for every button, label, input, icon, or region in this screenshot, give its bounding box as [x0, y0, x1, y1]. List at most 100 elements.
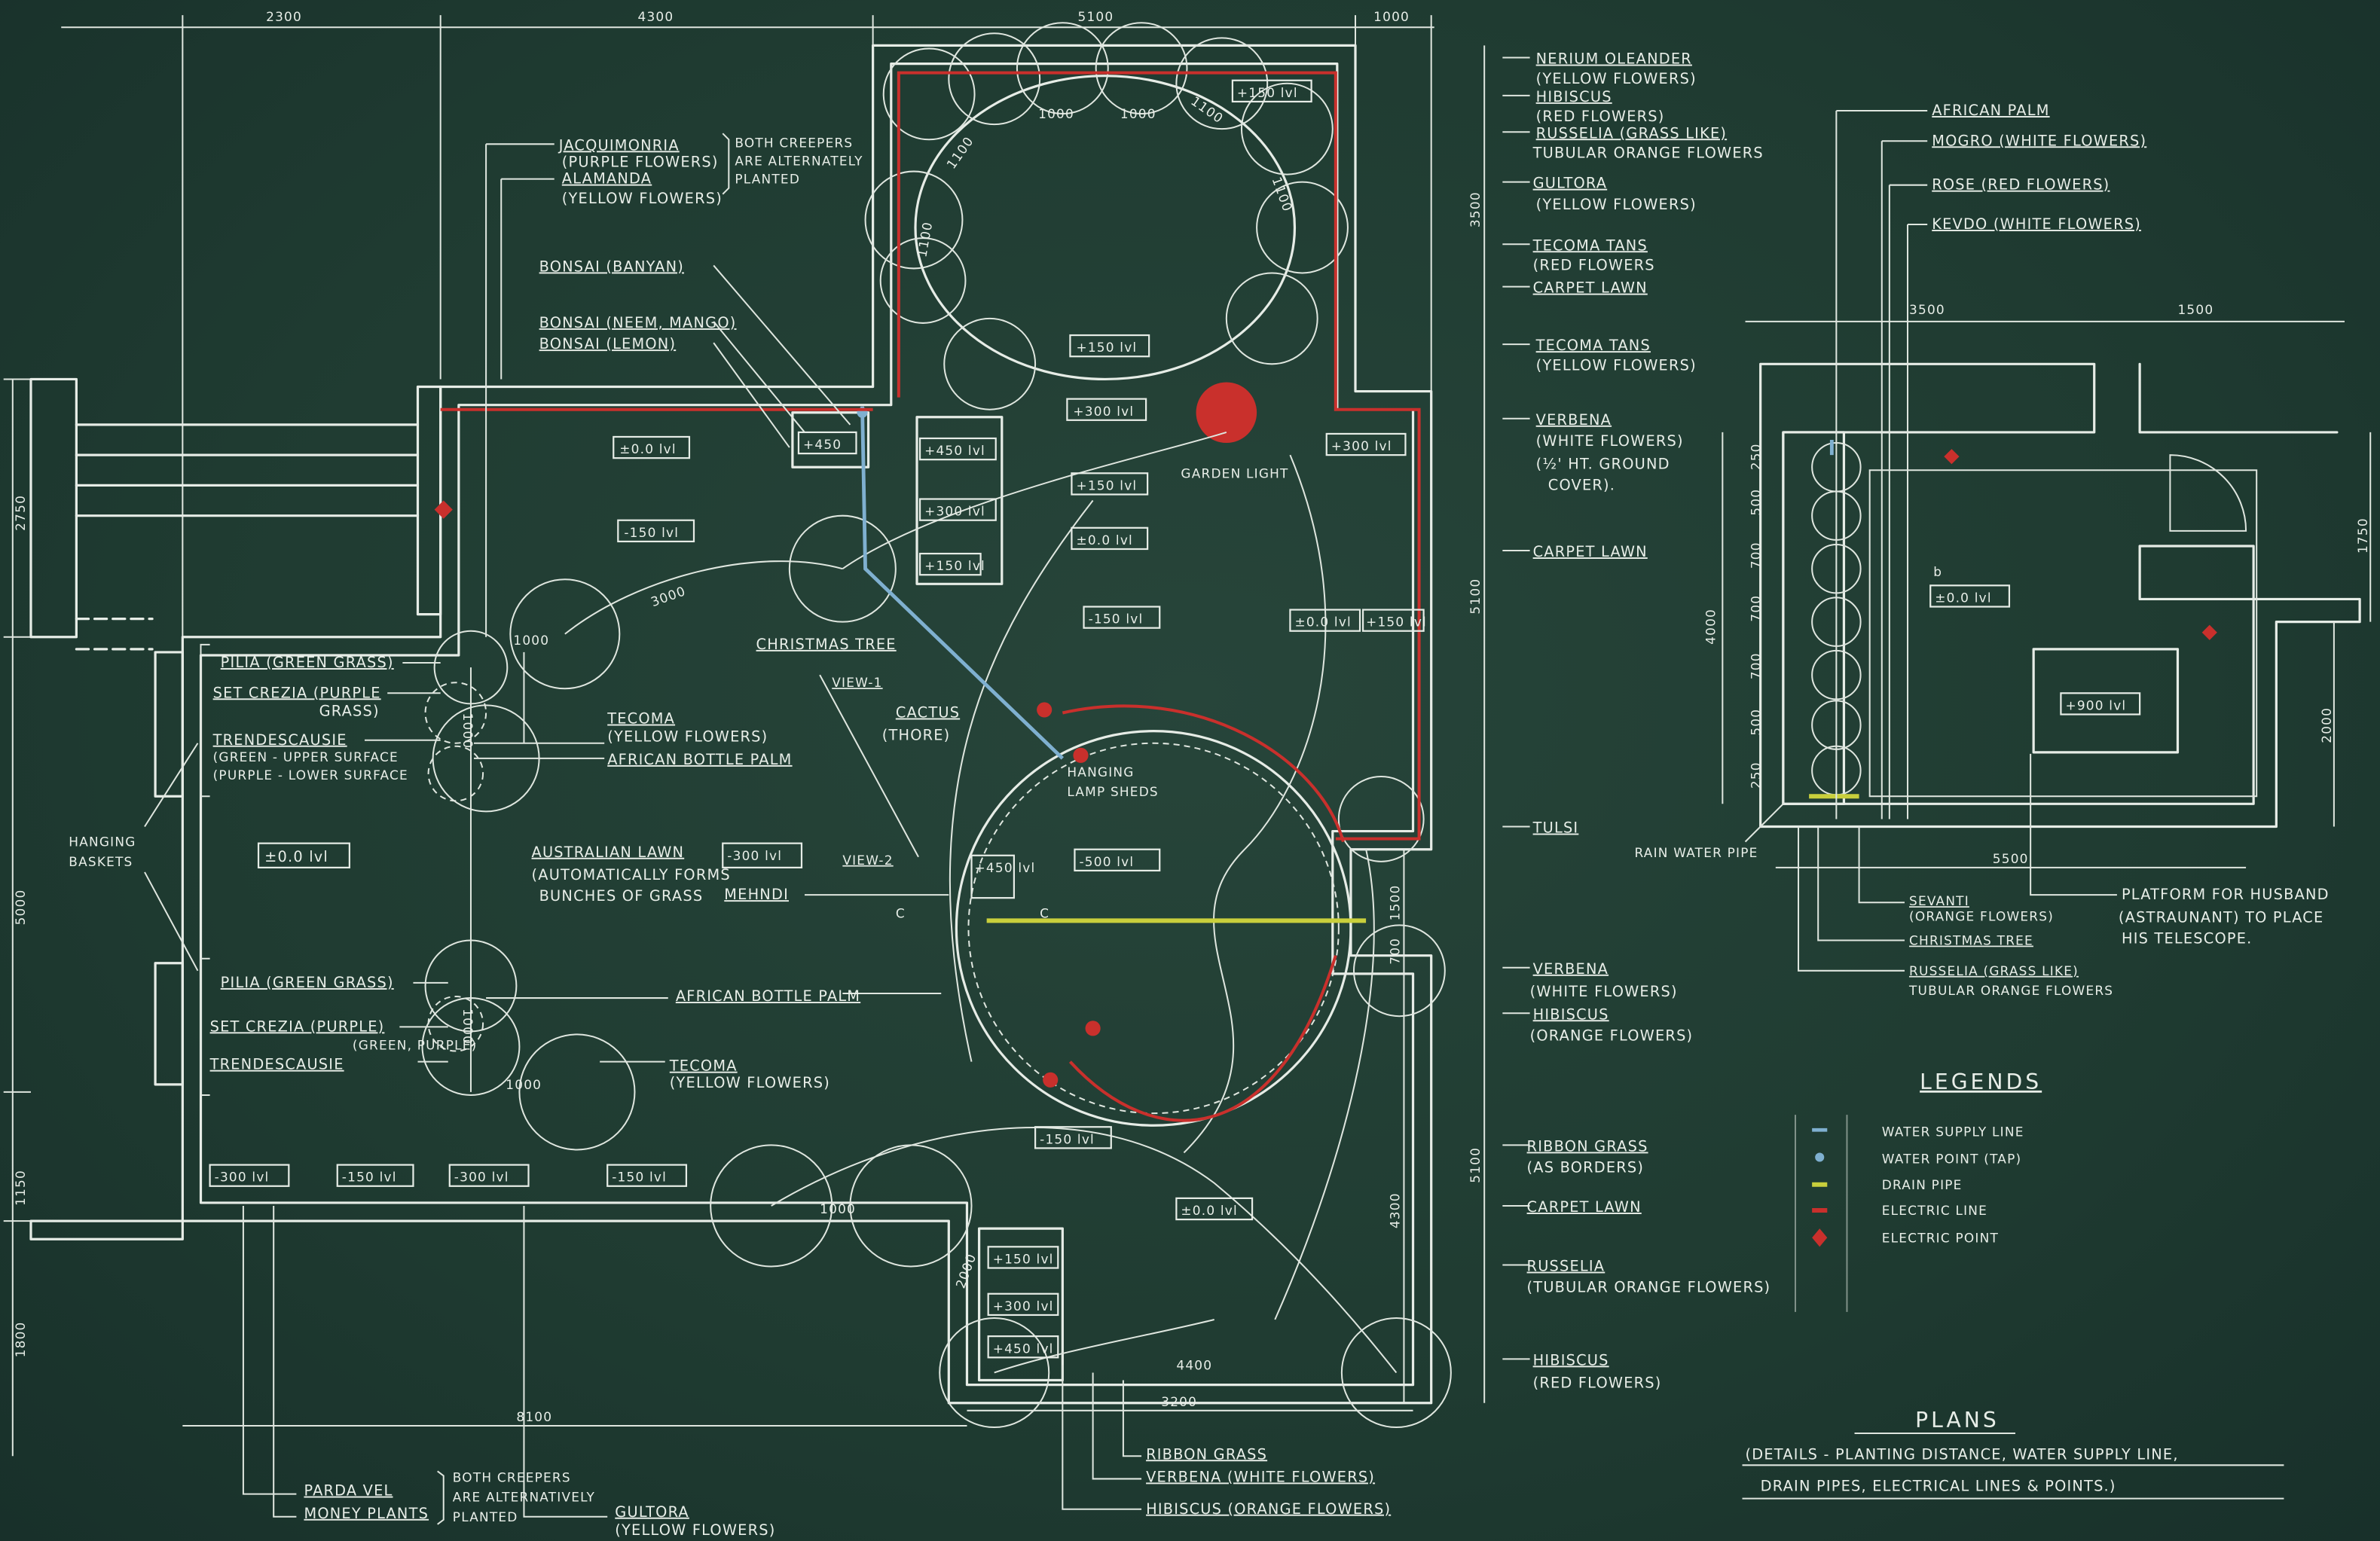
level-label: -300 lvl [215, 1170, 270, 1185]
dim-ring-1: 1100 [943, 133, 976, 172]
plant-name: TECOMA TANS [1532, 236, 1648, 254]
plant-note: (YELLOW FLOWERS) [670, 1074, 830, 1091]
legend-item-label: ELECTRIC POINT [1882, 1230, 1999, 1245]
plant-note: (WHITE FLOWERS) [1536, 432, 1684, 450]
plant-name: HIBISCUS [1533, 1005, 1609, 1023]
level-label: +150 lvl [1076, 340, 1137, 355]
dim-right-1: 3500 [1468, 191, 1483, 227]
plant-note: (PURPLE FLOWERS) [562, 154, 719, 171]
dim-right-5: 700 [1387, 938, 1402, 965]
plant-note: (YELLOW FLOWERS) [1536, 70, 1697, 87]
level-label: +300 lvl [1331, 438, 1392, 453]
dim-right-4: 1500 [1387, 885, 1402, 921]
bottom-plant-labels: RIBBON GRASS VERBENA (WHITE FLOWERS) HIB… [242, 1205, 1391, 1539]
terrace-dim: 1500 [2177, 302, 2213, 317]
plant-note: (RED FLOWERS) [1536, 108, 1665, 125]
terrace-dim: 700 [1749, 652, 1764, 679]
terrace-dim: 1750 [2355, 517, 2370, 554]
electric-line [440, 71, 1421, 1122]
plant-note: GRASS) [319, 703, 380, 720]
rain-water-pipe-label: RAIN WATER PIPE [1635, 845, 1758, 860]
plant-name: PARDA VEL [304, 1482, 393, 1500]
dim-3200: 3200 [1161, 1394, 1197, 1409]
plant-name: SET CREZIA (PURPLE [213, 684, 381, 701]
level-label: +150 lvl [993, 1251, 1054, 1266]
plant-note: (PURPLE - LOWER SURFACE [213, 767, 408, 783]
dim-left-2: 5000 [13, 890, 28, 926]
level-label: -500 lvl [1079, 854, 1134, 869]
level-label: +450 lvl [924, 443, 985, 458]
dim-1000-d: 1000 [506, 1077, 542, 1092]
dim-4400: 4400 [1176, 1357, 1212, 1372]
plant-name: RIBBON GRASS [1146, 1445, 1267, 1463]
dim-top-4: 1000 [1373, 9, 1410, 24]
terrace-dim: 500 [1749, 709, 1764, 736]
plant-note: TUBULAR ORANGE FLOWERS [1908, 983, 2113, 998]
creepers-note: PLANTED [453, 1509, 518, 1524]
plant-name: NERIUM OLEANDER [1536, 50, 1692, 68]
left-planting-circles: 3000 1000 1000 1000 1000 1000 1000 1000 … [182, 106, 1452, 1428]
title-subtitle: DRAIN PIPES, ELECTRICAL LINES & POINTS.) [1761, 1478, 2116, 1495]
level-label: -150 lvl [342, 1170, 397, 1185]
dim-right-2: 5100 [1468, 578, 1483, 615]
plant-note: (YELLOW FLOWERS) [1536, 196, 1697, 213]
level-label: -300 lvl [727, 848, 782, 863]
plant-name: HANGING [1067, 764, 1134, 780]
platform-note: PLATFORM FOR HUSBAND [2122, 886, 2330, 903]
hanging-baskets-label: HANGING [69, 835, 136, 850]
dim-ring-4: 1100 [1269, 175, 1295, 214]
plant-name: SET CREZIA (PURPLE) [210, 1018, 385, 1035]
drawing-title: PLANS (DETAILS - PLANTING DISTANCE, WATE… [1742, 1408, 2284, 1500]
dim-3000: 3000 [649, 583, 688, 609]
level-label: +300 lvl [924, 504, 985, 519]
plant-name: BONSAI (LEMON) [539, 335, 677, 352]
plant-name: CACTUS [896, 704, 960, 722]
level-label: ±0.0 lvl [1935, 590, 1992, 605]
plant-note: (YELLOW FLOWERS) [615, 1521, 775, 1539]
garden-boundary-wall [29, 44, 1433, 1405]
creepers-note: PLANTED [735, 172, 800, 187]
section-marker: b [1933, 564, 1942, 579]
plant-name: CARPET LAWN [1527, 1198, 1642, 1216]
dim-right-6: 4300 [1387, 1192, 1402, 1228]
platform-note: (ASTRAUNANT) TO PLACE [2119, 908, 2323, 926]
level-label: -300 lvl [454, 1170, 509, 1185]
plant-name: VERBENA (WHITE FLOWERS) [1146, 1468, 1375, 1485]
level-label: -150 lvl [1089, 612, 1144, 627]
creepers-note: BOTH CREEPERS [453, 1469, 571, 1485]
plant-note: (WHITE FLOWERS) [1530, 983, 1678, 1000]
level-label: -150 lvl [612, 1170, 667, 1185]
legend: LEGENDS WATER SUPPLY LINE WATER POINT (T… [1794, 1070, 2042, 1312]
dim-1000-e: 1000 [820, 1201, 856, 1216]
platform-note: HIS TELESCOPE. [2122, 930, 2253, 947]
plant-note: (TUBULAR ORANGE FLOWERS) [1527, 1279, 1771, 1296]
title-heading: PLANS [1915, 1408, 2000, 1433]
plant-name: TRENDESCAUSIE [212, 731, 347, 749]
plant-name: VERBENA [1536, 411, 1612, 429]
plant-note: (ORANGE FLOWERS) [1909, 908, 2054, 923]
terrace-dim: 2000 [2319, 707, 2334, 743]
plant-name: CARPET LAWN [1533, 279, 1648, 297]
level-label: +150 lvl [1076, 478, 1137, 493]
dim-1000-f: 1000 [1038, 106, 1074, 121]
plant-note: TUBULAR ORANGE FLOWERS [1532, 144, 1764, 161]
plant-name: HIBISCUS [1536, 88, 1612, 105]
plant-name: ROSE (RED FLOWERS) [1932, 176, 2110, 194]
legend-heading: LEGENDS [1920, 1070, 2042, 1094]
plant-name: RUSSELIA (GRASS LIKE) [1909, 963, 2079, 978]
plant-name: VERBENA [1533, 960, 1609, 978]
plant-name: GULTORA [1533, 175, 1608, 192]
central-sunken-lawn [564, 431, 1398, 1374]
top-planting-ring: GARDEN LIGHT 1100 1100 1100 1100 [864, 22, 1349, 481]
plant-name: BONSAI (BANYAN) [539, 258, 684, 275]
plant-name: MEHNDI [724, 886, 789, 903]
terrace-dim: 700 [1749, 542, 1764, 569]
plant-name: HIBISCUS (ORANGE FLOWERS) [1146, 1500, 1391, 1518]
plant-name: PILIA (GREEN GRASS) [221, 654, 394, 671]
plant-note: (AUTOMATICALLY FORMS [532, 866, 731, 883]
top-left-plant-labels: JACQUIMONRIA (PURPLE FLOWERS) ALAMANDA (… [485, 133, 862, 637]
plant-note: COVER). [1548, 476, 1615, 493]
right-plant-labels: NERIUM OLEANDER (YELLOW FLOWERS) HIBISCU… [1502, 50, 1770, 1392]
plant-note: (YELLOW FLOWERS) [1536, 356, 1697, 374]
level-label: +300 lvl [993, 1298, 1054, 1314]
